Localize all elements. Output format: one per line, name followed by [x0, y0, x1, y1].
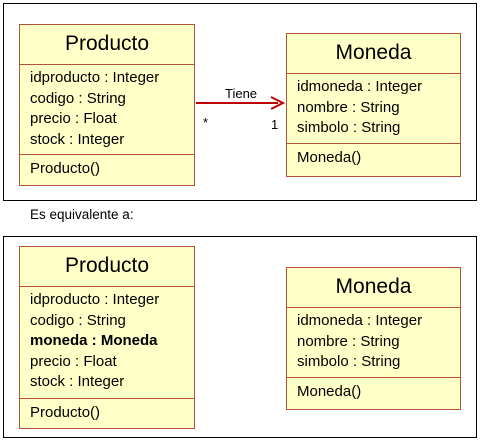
attribute: precio : Float [30, 110, 117, 127]
association-label: Tiene [225, 86, 258, 101]
class-moneda-top[interactable]: Moneda idmoneda : Integer nombre : Strin… [286, 33, 461, 177]
equivalence-caption: Es equivalente a: [30, 207, 134, 222]
operation: Moneda() [297, 149, 362, 166]
attribute: stock : Integer [30, 130, 125, 148]
class-name: Producto [20, 247, 194, 287]
attribute: precio : Float [30, 352, 117, 370]
attribute: stock : Integer [30, 373, 125, 390]
attribute-list: idproducto : Integer codigo : String mon… [20, 287, 194, 399]
class-name: Moneda [287, 34, 460, 74]
target-multiplicity: 1 [271, 117, 279, 132]
association-arrowhead [270, 96, 286, 110]
attribute-list: idproducto : Integer codigo : String pre… [20, 65, 194, 155]
attribute: simbolo : String [297, 119, 401, 136]
attribute: nombre : String [297, 98, 400, 116]
attribute: idmoneda : Integer [297, 312, 423, 329]
attribute: idmoneda : Integer [297, 78, 423, 95]
class-producto-bottom[interactable]: Producto idproducto : Integer codigo : S… [19, 246, 195, 429]
attribute: codigo : String [30, 89, 126, 107]
class-name: Moneda [287, 268, 460, 308]
attribute: codigo : String [30, 311, 126, 329]
class-moneda-bottom[interactable]: Moneda idmoneda : Integer nombre : Strin… [286, 267, 461, 410]
attribute-moneda: moneda : Moneda [30, 332, 158, 349]
operation-list: Producto() [20, 155, 194, 179]
source-multiplicity: * [203, 115, 209, 130]
attribute: simbolo : String [297, 353, 401, 370]
class-name: Producto [20, 25, 194, 65]
operation: Producto() [30, 404, 101, 421]
operation-list: Moneda() [287, 378, 460, 402]
attribute-list: idmoneda : Integer nombre : String simbo… [287, 308, 460, 378]
attribute: idproducto : Integer [30, 291, 160, 308]
operation: Producto() [30, 160, 101, 177]
attribute: idproducto : Integer [30, 69, 160, 86]
attribute-list: idmoneda : Integer nombre : String simbo… [287, 74, 460, 144]
operation-list: Producto() [20, 399, 194, 423]
class-producto-top[interactable]: Producto idproducto : Integer codigo : S… [19, 24, 195, 186]
operation-list: Moneda() [287, 144, 460, 168]
operation: Moneda() [297, 383, 362, 400]
attribute: nombre : String [297, 332, 400, 350]
